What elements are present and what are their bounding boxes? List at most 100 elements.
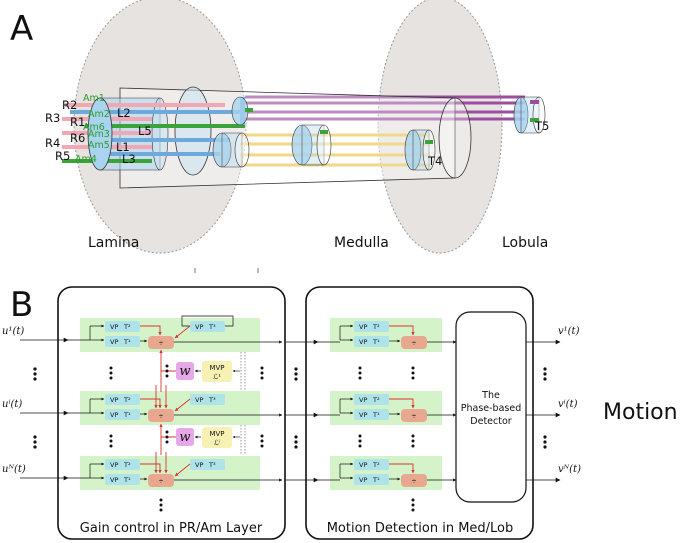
vp-sym: T³ (208, 461, 216, 469)
divide-box (148, 474, 174, 487)
label-lamina: Lamina (88, 235, 139, 251)
output-v1: v¹(t) (558, 326, 580, 337)
gain-control-block-i: w MVP ℒⁱ (159, 423, 246, 455)
medulla-columns (212, 96, 436, 171)
label-r3: R3 (45, 111, 60, 125)
vp-label: VP (359, 396, 367, 404)
vp-sym: T¹ (123, 338, 131, 346)
mvp-label: MVP (209, 364, 224, 372)
mvp-sym: ℒⁱ (214, 439, 220, 447)
output-vi: vⁱ(t) (558, 399, 578, 410)
lamina-cartridge-back (151, 97, 169, 171)
label-l5: L5 (138, 124, 152, 138)
vp-label: VP (110, 411, 118, 419)
label-r1: R1 (70, 115, 85, 129)
yellow-projections (240, 133, 430, 167)
panel-a-letter: A (10, 9, 33, 49)
input-u1: u¹(t) (2, 326, 24, 337)
output-vN: vᴺ(t) (558, 464, 581, 475)
vp-sym: T¹ (372, 411, 380, 419)
vp-t2-box (105, 394, 140, 405)
vp-sym: T³ (208, 323, 216, 331)
vp-sym: T² (123, 461, 131, 469)
label-am1: Am1 (83, 93, 105, 104)
vp-sym: T² (123, 323, 131, 331)
vp-label: VP (359, 461, 367, 469)
input-ui: uⁱ(t) (2, 399, 22, 410)
panel-b-letter: B (10, 285, 33, 325)
vp-label: VP (359, 338, 367, 346)
label-l1: L1 (116, 140, 130, 154)
vp-t3-box (190, 321, 225, 332)
label-r2: R2 (62, 98, 77, 112)
vp-sym: T¹ (123, 411, 131, 419)
label-t4: T4 (427, 154, 442, 168)
vp-sym: T¹ (372, 338, 380, 346)
mvp-box (202, 361, 232, 382)
input-arrows (20, 337, 90, 481)
vp-label: VP (110, 323, 118, 331)
divide-symbol: ÷ (158, 477, 163, 485)
vp-label: VP (359, 323, 367, 331)
vp-sym: T¹ (123, 476, 131, 484)
vp-t2-box (105, 459, 140, 470)
divide-box (148, 409, 174, 422)
lobula-column (513, 96, 546, 134)
vp-t1-box (105, 474, 140, 485)
label-am3: Am3 (88, 129, 110, 140)
vp-sym: T³ (208, 396, 216, 404)
detector-line-2: Phase-based (461, 403, 521, 414)
vp-sym: T¹ (372, 476, 380, 484)
vp-t1-box (105, 336, 140, 347)
w-symbol: w (179, 364, 190, 379)
mvp-sym: ℒ¹ (213, 373, 221, 381)
w-box (176, 362, 194, 380)
label-am4: Am4 (75, 154, 97, 165)
mvp-box (202, 427, 232, 448)
vp-label: VP (195, 323, 203, 331)
divide-symbol: ÷ (158, 412, 163, 420)
label-t5: T5 (534, 119, 549, 133)
vp-t3-box (190, 394, 225, 405)
label-r5: R5 (55, 149, 70, 163)
detector-line-3: Detector (470, 416, 511, 427)
label-l3: L3 (122, 152, 136, 166)
vp-sym: T² (372, 461, 380, 469)
lamina-cartridge-front (87, 97, 113, 171)
svg-text:÷: ÷ (411, 477, 416, 485)
left-row-N: VP T² VP T¹ VP T³ ÷ (89, 452, 283, 487)
motion-detection-title: Motion Detection in Med/Lob (327, 521, 514, 536)
w-symbol: w (179, 430, 190, 445)
vp-t2-box (105, 321, 140, 332)
label-am2: Am2 (88, 109, 110, 120)
label-lobula: Lobula (502, 235, 548, 251)
vp-t1-box (105, 409, 140, 420)
panel-a: A (10, 0, 549, 273)
svg-text:÷: ÷ (411, 339, 416, 347)
between-box-arrows (285, 339, 319, 483)
gain-control-block-1: w MVP ℒ¹ (159, 349, 246, 392)
vp-label: VP (110, 476, 118, 484)
gain-control-title: Gain control in PR/Am Layer (80, 521, 263, 536)
left-row-1: VP T² VP T¹ VP T³ ÷ (89, 315, 283, 349)
divide-symbol: ÷ (158, 339, 163, 347)
vp-label: VP (110, 338, 118, 346)
purple-projections (245, 95, 525, 121)
vp-sym: T² (372, 396, 380, 404)
right-row-i: VP T² VP T¹ ÷ (339, 394, 457, 422)
vp-label: VP (359, 476, 367, 484)
vp-label: VP (195, 461, 203, 469)
divide-box (148, 336, 174, 349)
vp-label: VP (359, 411, 367, 419)
label-medulla: Medulla (334, 235, 389, 251)
ellipsis-dots (33, 364, 547, 512)
label-l2: L2 (117, 106, 131, 120)
motion-label: Motion (603, 400, 678, 425)
column-cylinder-end (438, 97, 472, 179)
mvp-label: MVP (209, 430, 224, 438)
label-r4: R4 (45, 136, 60, 150)
detector-line-1: The (481, 390, 500, 401)
vp-sym: T² (372, 323, 380, 331)
